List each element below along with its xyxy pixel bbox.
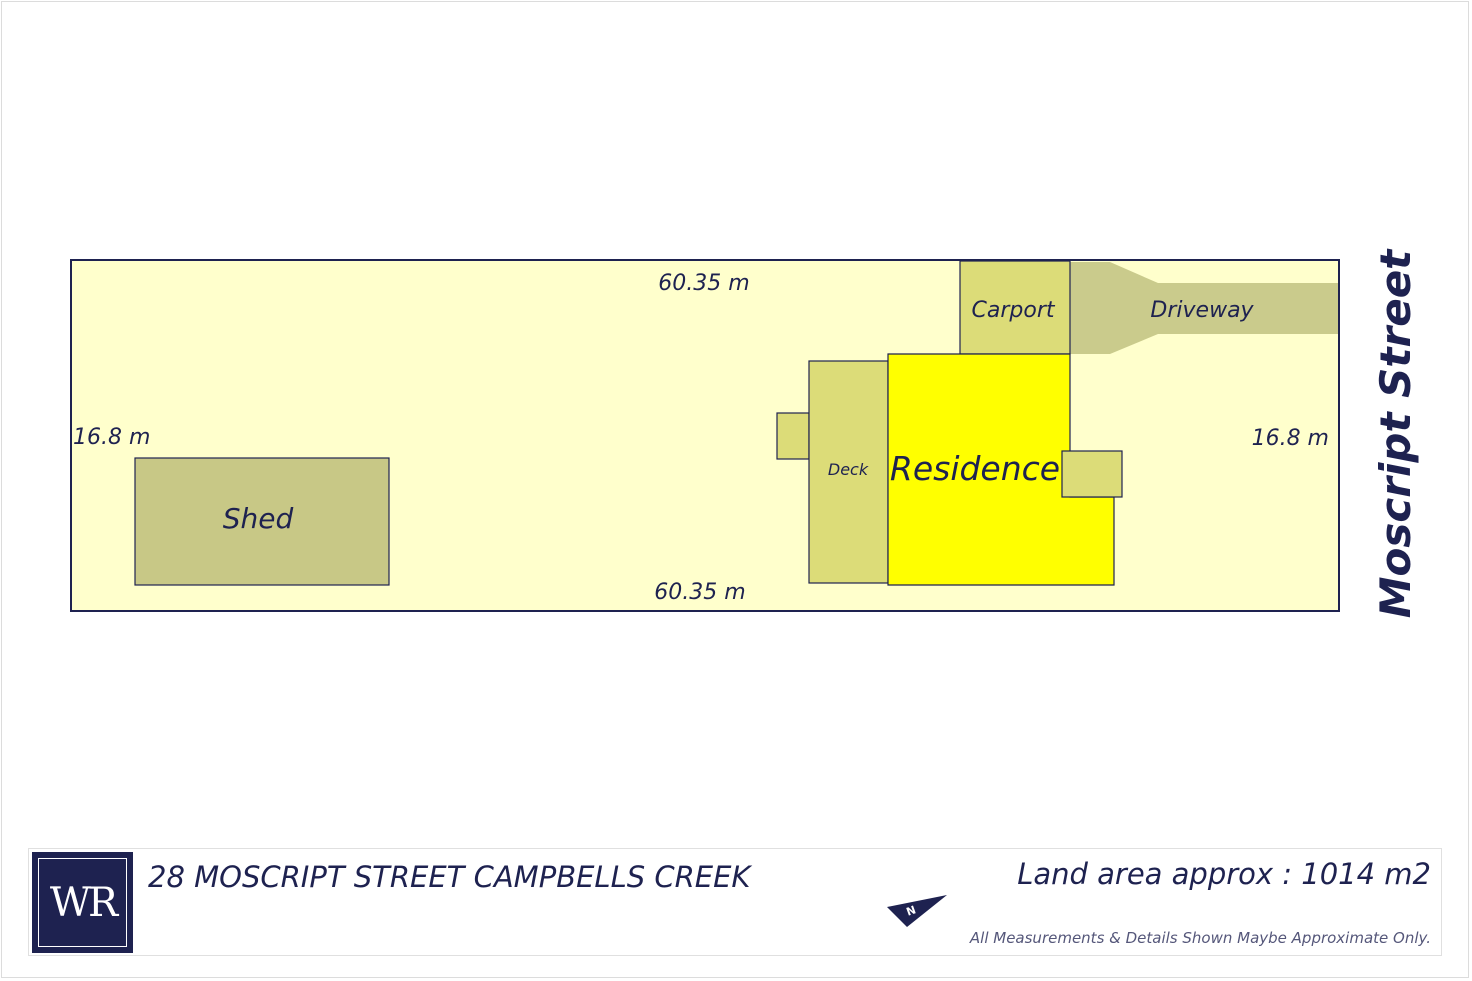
shed	[134, 457, 390, 586]
north-arrow-icon: N	[887, 895, 947, 927]
logo-monogram: WR	[38, 858, 127, 947]
deck-step	[776, 412, 810, 460]
land-area: Land area approx : 1014 m2	[1017, 857, 1431, 891]
driveway	[1070, 262, 1338, 354]
carport	[959, 260, 1071, 355]
porch	[1061, 450, 1123, 498]
top-dimension-label: 60.35 m	[658, 271, 749, 296]
agency-logo: WR	[32, 852, 133, 953]
residence-label: Residence	[890, 449, 1060, 488]
deck-label: Deck	[828, 460, 869, 479]
driveway-label: Driveway	[1150, 298, 1254, 323]
disclaimer-note: All Measurements & Details Shown Maybe A…	[969, 929, 1431, 947]
left-dimension-label: 16.8 m	[73, 425, 150, 450]
street-name-label: Moscript Street	[1371, 248, 1420, 618]
deck	[808, 360, 889, 584]
right-dimension-label: 16.8 m	[1252, 426, 1329, 451]
north-arrow-label: N	[905, 903, 918, 918]
bottom-dimension-label: 60.35 m	[654, 580, 745, 605]
carport-label: Carport	[972, 298, 1056, 323]
shed-label: Shed	[223, 502, 294, 535]
property-address: 28 MOSCRIPT STREET CAMPBELLS CREEK	[148, 860, 751, 894]
title-block: WR 28 MOSCRIPT STREET CAMPBELLS CREEK La…	[28, 848, 1442, 956]
